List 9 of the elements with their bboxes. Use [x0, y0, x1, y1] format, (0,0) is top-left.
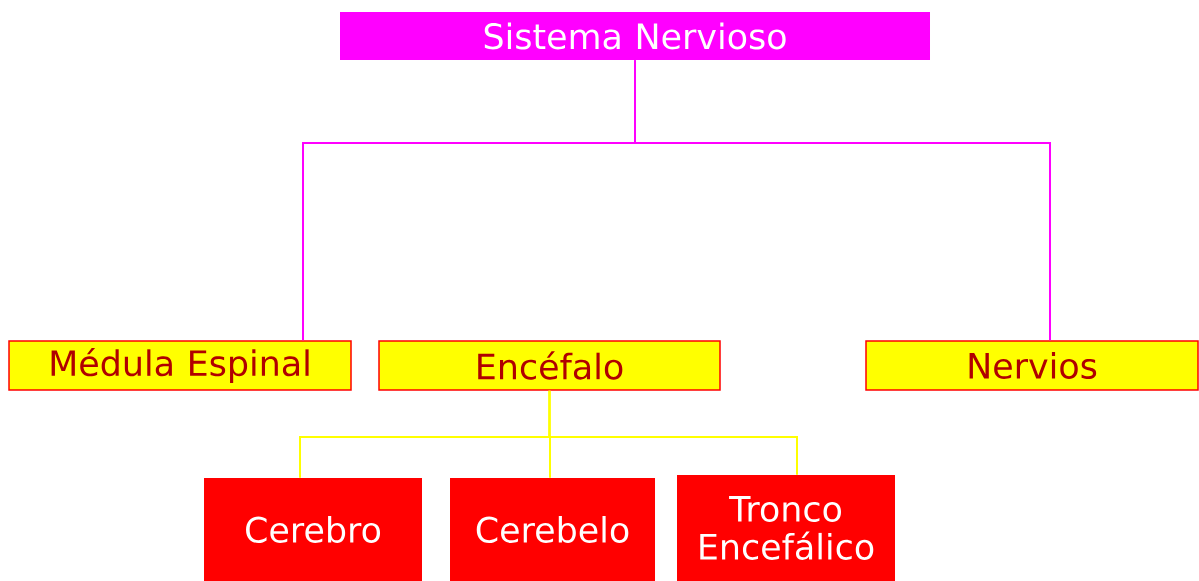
part-box: Tronco Encefálico — [677, 475, 895, 581]
category-box: Nervios — [865, 340, 1199, 391]
connector-line — [548, 389, 798, 476]
category-box: Médula Espinal — [8, 340, 352, 391]
part-box: Cerebro — [204, 478, 422, 581]
title-box: Sistema Nervioso — [340, 12, 930, 60]
part-box: Cerebelo — [450, 478, 655, 581]
connector-line — [634, 59, 1051, 342]
category-box: Encéfalo — [378, 340, 721, 391]
